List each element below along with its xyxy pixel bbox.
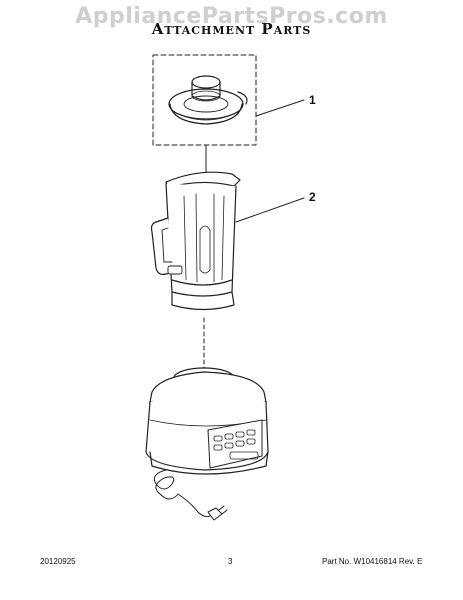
leader-line-1 xyxy=(255,99,305,117)
lid-group-dashed-box xyxy=(152,54,257,146)
footer-part-number: Part No. W10416814 Rev. E xyxy=(322,557,423,566)
lid-drawing xyxy=(168,75,248,125)
watermark-text: AppliancePartsPros.com xyxy=(75,4,388,29)
pitcher-drawing xyxy=(150,171,241,311)
motor-base-drawing xyxy=(145,367,269,475)
callout-number-1: 1 xyxy=(309,93,316,107)
callout-number-2: 2 xyxy=(309,190,316,204)
power-cord-drawing xyxy=(153,469,228,521)
leader-line-2 xyxy=(235,197,305,223)
page-title: Attachment Parts xyxy=(151,20,312,38)
footer-date: 20120925 xyxy=(40,557,76,566)
brand-badge xyxy=(229,451,259,460)
footer-page-number: 3 xyxy=(228,557,233,566)
